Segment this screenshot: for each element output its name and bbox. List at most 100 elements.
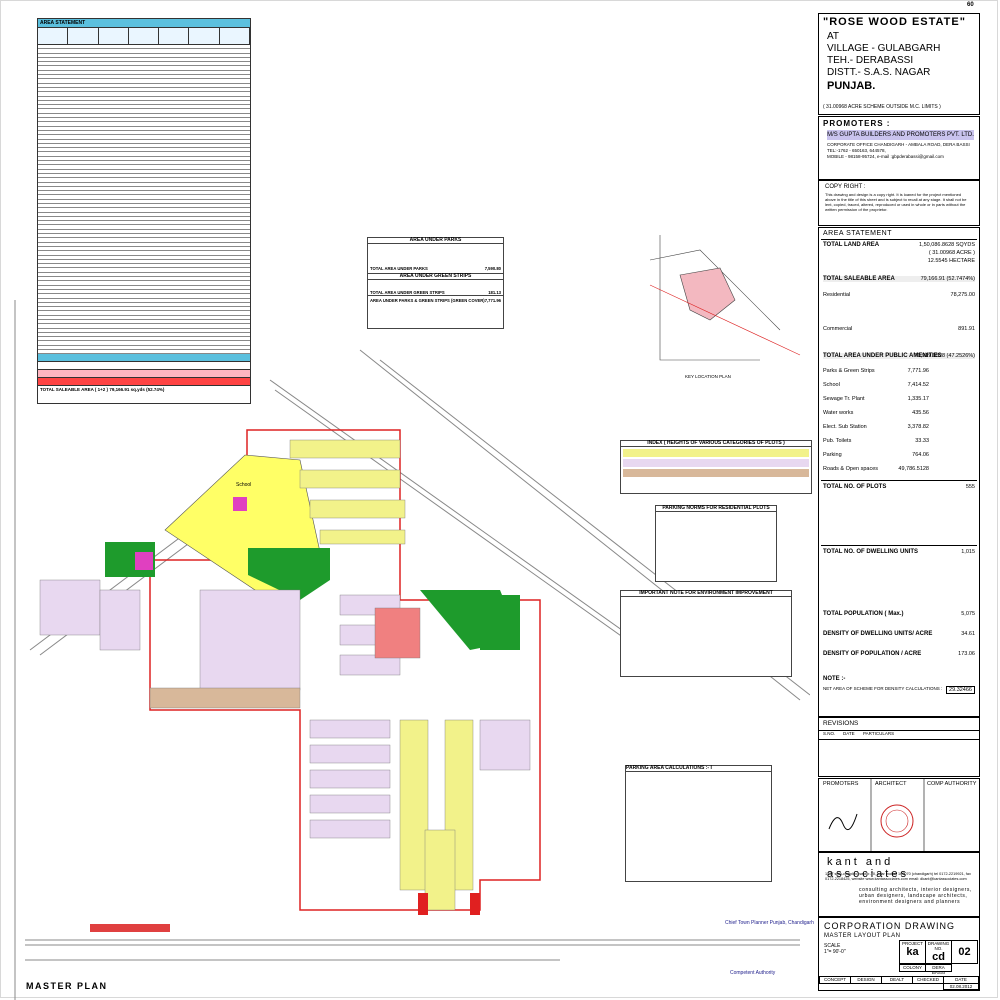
table-row: [38, 140, 250, 144]
table-row: [38, 230, 250, 235]
table-row: [38, 200, 250, 204]
promoter-firm: M/S GUPTA BUILDERS AND PROMOTERS PVT. LT…: [827, 130, 974, 140]
table-row: [38, 170, 250, 174]
table-total: TOTAL SALEABLE AREA ( 1+2 ) 79,166.91 sq…: [40, 387, 165, 393]
table-row: [38, 238, 250, 243]
table-row: [38, 320, 250, 325]
stamp-competent-authority: Competent Authority: [730, 970, 776, 976]
table-row: [38, 324, 250, 329]
table-row: [38, 75, 250, 80]
revisions-block: REVISIONS S.NO. DATE PARTICULARS: [818, 717, 980, 777]
amenity-label: Elect. Sub Station: [823, 424, 867, 430]
left-area-statement-table: AREA STATEMENT TOTAL SALEABLE AREA ( 1+2…: [37, 18, 251, 404]
table-row: [38, 58, 250, 63]
table-row: [38, 247, 250, 252]
key-location-plan: [649, 235, 801, 361]
table-row: [38, 277, 250, 282]
parking-norms-box: PARKING NORMS FOR RESIDENTIAL PLOTS: [655, 505, 777, 582]
plot-blocks-yellow: [289, 439, 474, 911]
index-box: INDEX ( HEIGHTS OF VARIOUS CATEGORIES OF…: [620, 440, 812, 494]
pink-block: [135, 552, 153, 570]
amenity-value: 3,378.82: [907, 424, 929, 430]
table-row: [38, 341, 250, 346]
park-1: [248, 548, 330, 600]
table-row: [38, 92, 250, 97]
promoters-block: PROMOTERS : M/S GUPTA BUILDERS AND PROMO…: [818, 116, 980, 180]
copyright-block: COPY RIGHT : This drawing and design is …: [818, 180, 980, 226]
table-row: [38, 290, 250, 295]
amenity-label: Parks & Green Strips: [823, 368, 875, 374]
table-row: [38, 152, 250, 157]
table-row: [38, 294, 250, 299]
table-row: [38, 243, 250, 247]
environment-note-box: IMPORTANT NOTE FOR ENVIRONMENT IMPROVEME…: [620, 590, 792, 677]
table-row: [38, 101, 250, 106]
table-rows: [38, 45, 250, 355]
table-row: [38, 303, 250, 308]
table-row: [38, 337, 250, 342]
amenity-label: School: [823, 382, 840, 388]
table-row: [38, 62, 250, 67]
commercial-block: [374, 607, 421, 659]
amenity-value: 7,414.52: [907, 382, 929, 388]
table-row: [38, 109, 250, 114]
table-row: [38, 135, 250, 140]
area-statement-block: AREA STATEMENT TOTAL LAND AREA 1,50,086.…: [818, 227, 980, 717]
table-row: [38, 45, 250, 50]
table-row: [38, 311, 250, 316]
master-plan-label: MASTER PLAN: [26, 981, 108, 991]
table-row: [38, 260, 250, 265]
table-row: [38, 114, 250, 119]
table-row: [38, 165, 250, 170]
stamp-ctp: Chief Town Planner Punjab, Chandigarh: [725, 920, 814, 926]
table-row: [38, 221, 250, 226]
signature-marks: [828, 779, 925, 851]
title-block: "ROSE WOOD ESTATE" AT VILLAGE - GULABGAR…: [818, 13, 980, 115]
drawing-block: CORPORATION DRAWING MASTER LAYOUT PLAN S…: [818, 917, 980, 991]
table-row: [38, 49, 250, 54]
table-row: [38, 213, 250, 217]
table-row: [38, 225, 250, 230]
school-building: [233, 497, 247, 511]
red-strip: [90, 924, 170, 932]
table-row: [38, 144, 250, 149]
amenity-value: 764.06: [912, 452, 929, 458]
table-row: [38, 174, 250, 179]
amenity-label: Sewage Tr. Plant: [823, 396, 865, 402]
table-row: [38, 79, 250, 84]
table-row: [38, 346, 250, 351]
table-row: [38, 127, 250, 131]
table-row: [38, 71, 250, 76]
master-plan-drawing: [14, 235, 810, 1000]
project-name: "ROSE WOOD ESTATE": [823, 16, 966, 28]
table-row: [38, 84, 250, 88]
table-row: [38, 131, 250, 136]
amenity-value: 49,786.5128: [898, 466, 929, 472]
plot-blocks-lilac: [39, 579, 531, 839]
school-label: School: [236, 482, 252, 488]
table-row: [38, 316, 250, 320]
table-row: [38, 97, 250, 101]
red-block-1: [418, 893, 428, 915]
table-row: [38, 204, 250, 209]
table-row: [38, 183, 250, 187]
parks-heading: AREA UNDER PARKS: [368, 238, 503, 244]
table-row: [38, 105, 250, 110]
architect-firm-block: kant and associates 1527 sgth-complex, s…: [818, 852, 980, 917]
table-row: [38, 208, 250, 213]
table-heading: AREA STATEMENT: [38, 19, 250, 28]
table-row: [38, 329, 250, 333]
table-row: [38, 350, 250, 355]
table-row: [38, 66, 250, 71]
table-row: [38, 195, 250, 200]
park-3: [480, 595, 520, 650]
amenity-value: 33.33: [915, 438, 929, 444]
table-row: [38, 268, 250, 273]
page-number: 60: [967, 2, 974, 8]
parking-calc-box: PARKING AREA CALCULATIONS :- I: [625, 765, 772, 882]
table-row: [38, 256, 250, 260]
table-row: [38, 122, 250, 127]
amenity-value: 1,335.17: [907, 396, 929, 402]
